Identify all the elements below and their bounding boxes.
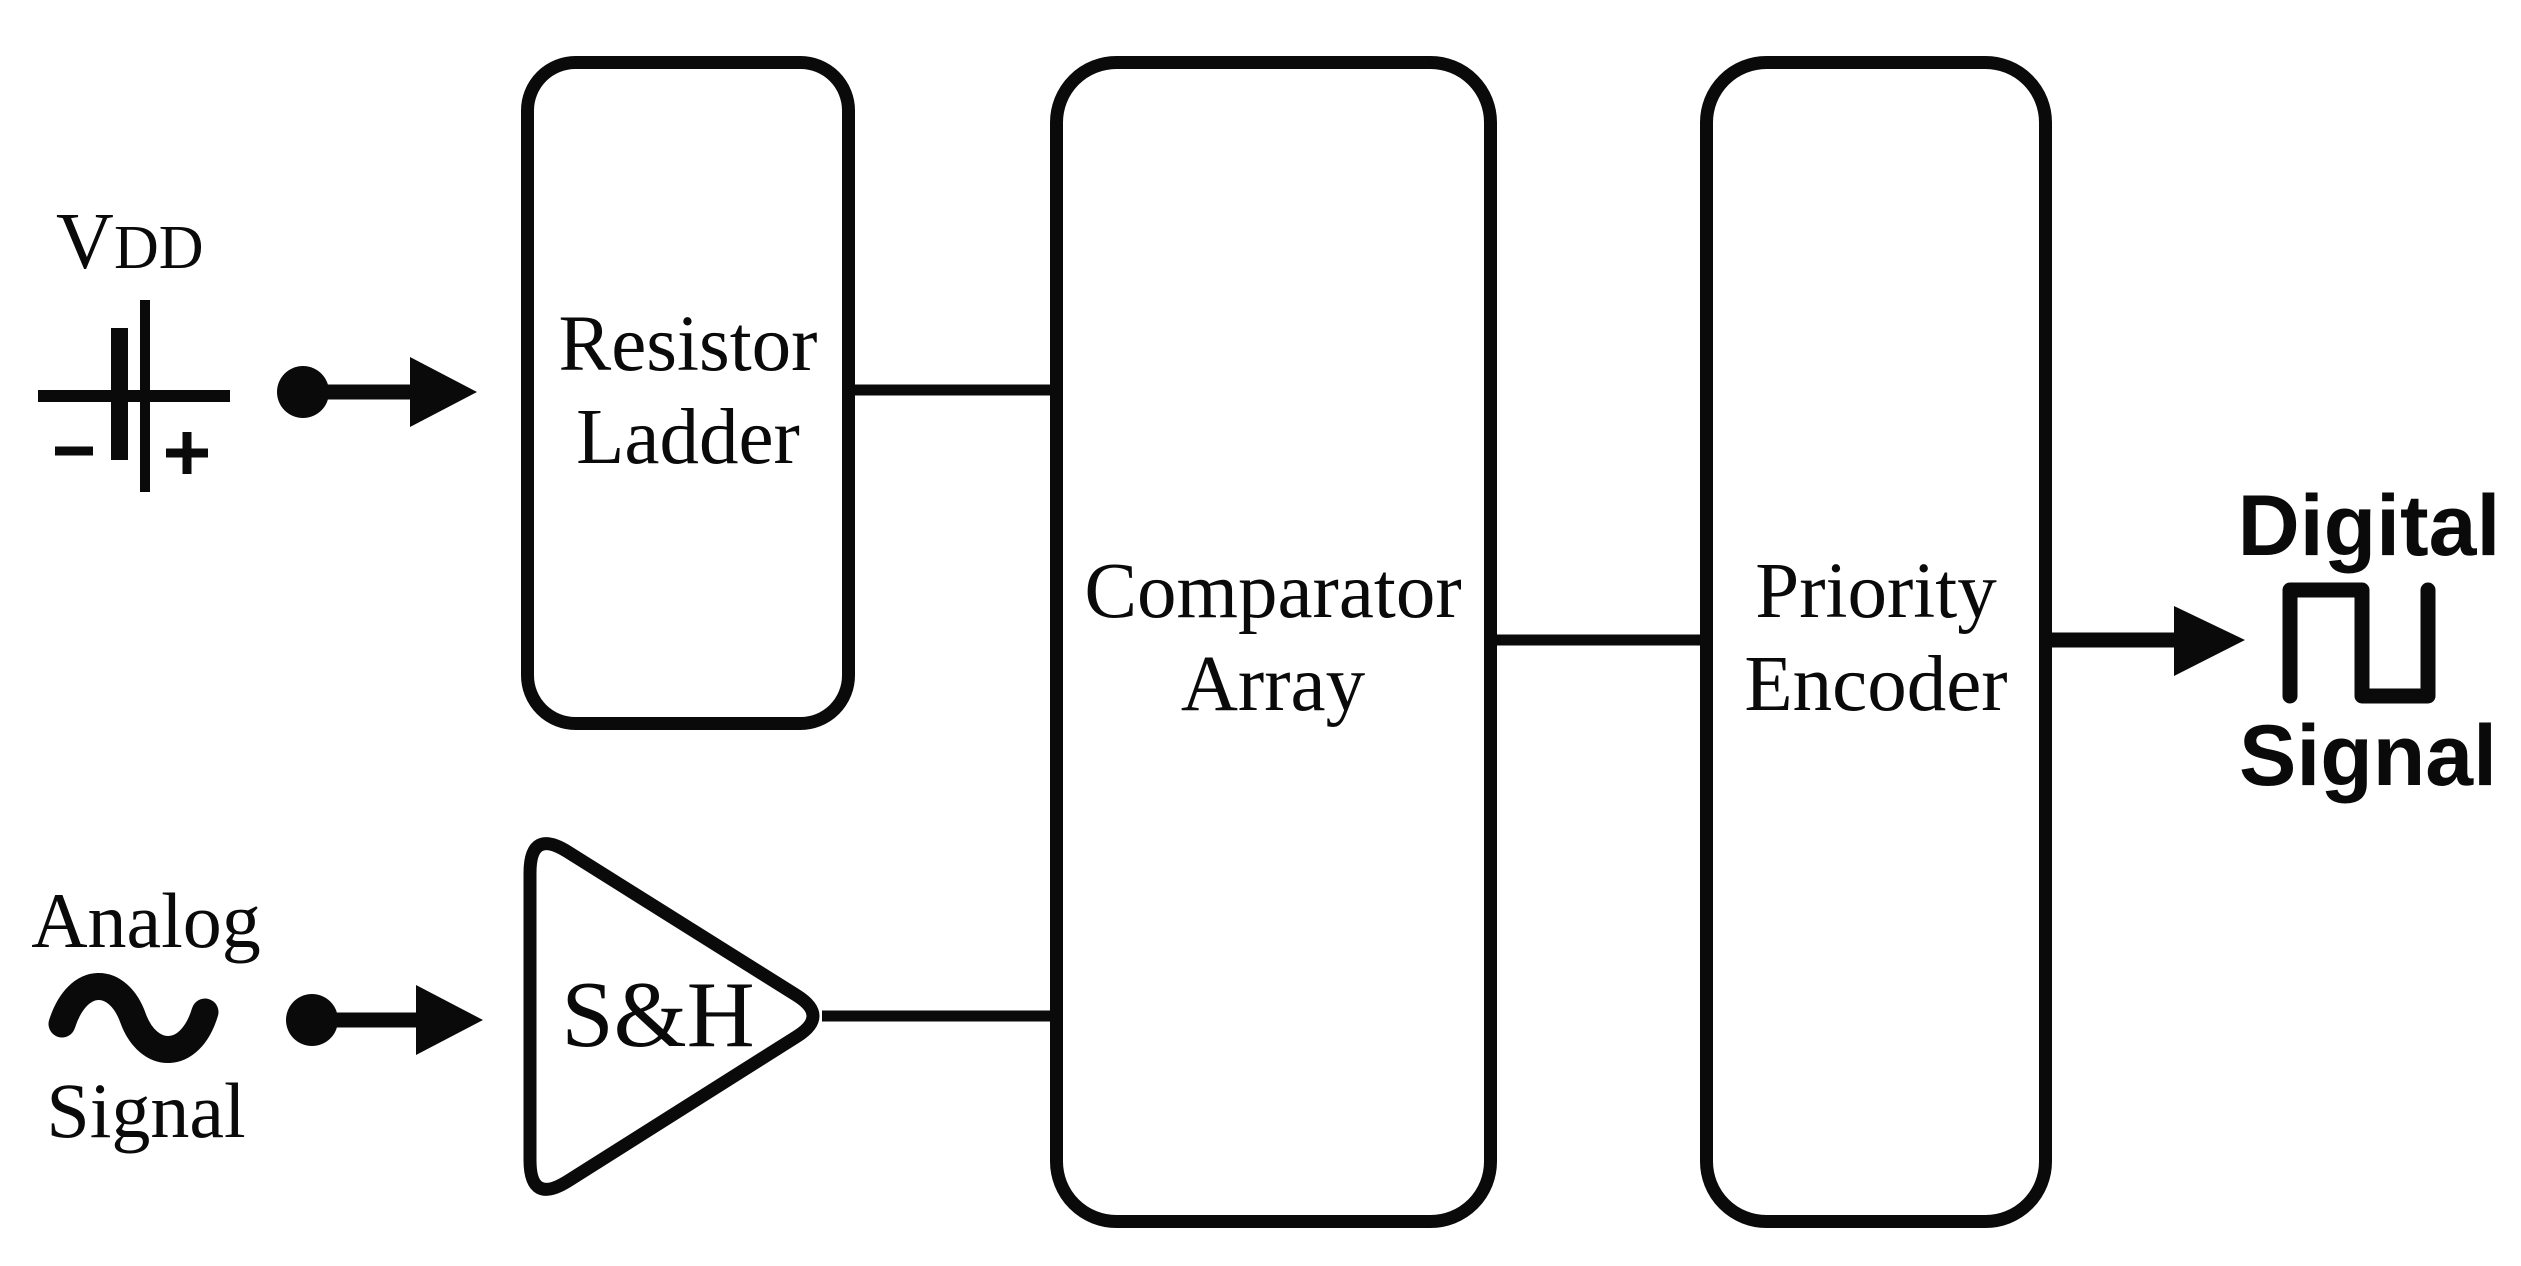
priority-encoder-box [1700, 56, 2052, 1228]
comparator-array-block: Comparator Array [1050, 56, 1497, 1228]
resistor-ladder-label-line2: Ladder [576, 394, 800, 481]
arrow-head [416, 985, 483, 1055]
vdd-input-arrow-icon [277, 357, 477, 427]
square-wave-icon [2282, 582, 2436, 704]
arrow-head [410, 357, 477, 427]
battery-long-plate [140, 300, 150, 492]
analog-label-line2: Signal [46, 1067, 245, 1154]
vdd-label-main: V [56, 198, 114, 286]
vdd-label-small: DD [114, 214, 204, 282]
battery-cell-icon [38, 300, 230, 492]
analog-source: Analog Signal [31, 877, 261, 1154]
sample-hold-triangle [523, 837, 820, 1196]
sample-hold-label: S&H [561, 963, 754, 1067]
resistor-ladder-box [521, 56, 855, 730]
analog-input-arrow-icon [286, 985, 483, 1055]
arrow-head [2174, 606, 2245, 676]
output-arrow-icon [2048, 606, 2245, 676]
priority-encoder-label-line1: Priority [1755, 548, 1997, 635]
resistor-ladder-label-line1: Resistor [559, 301, 818, 388]
comparator-array-box [1050, 56, 1497, 1228]
priority-encoder-block: Priority Encoder [1700, 56, 2052, 1228]
battery-short-plate [111, 328, 128, 460]
sine-wave-icon [48, 973, 219, 1063]
plus-sign-icon [166, 432, 208, 474]
vdd-source: V DD [38, 198, 230, 492]
comparator-array-label-line2: Array [1181, 641, 1366, 728]
digital-label-line1: Digital [2238, 478, 2501, 574]
priority-encoder-label-line2: Encoder [1744, 641, 2007, 728]
resistor-ladder-block: Resistor Ladder [521, 56, 855, 730]
sample-hold-block: S&H [523, 837, 820, 1196]
wires [822, 384, 1708, 1022]
analog-label-line1: Analog [31, 877, 261, 964]
digital-label-line2: Signal [2239, 708, 2497, 804]
comparator-array-label-line1: Comparator [1084, 548, 1461, 635]
digital-output: Digital Signal [2238, 478, 2501, 804]
